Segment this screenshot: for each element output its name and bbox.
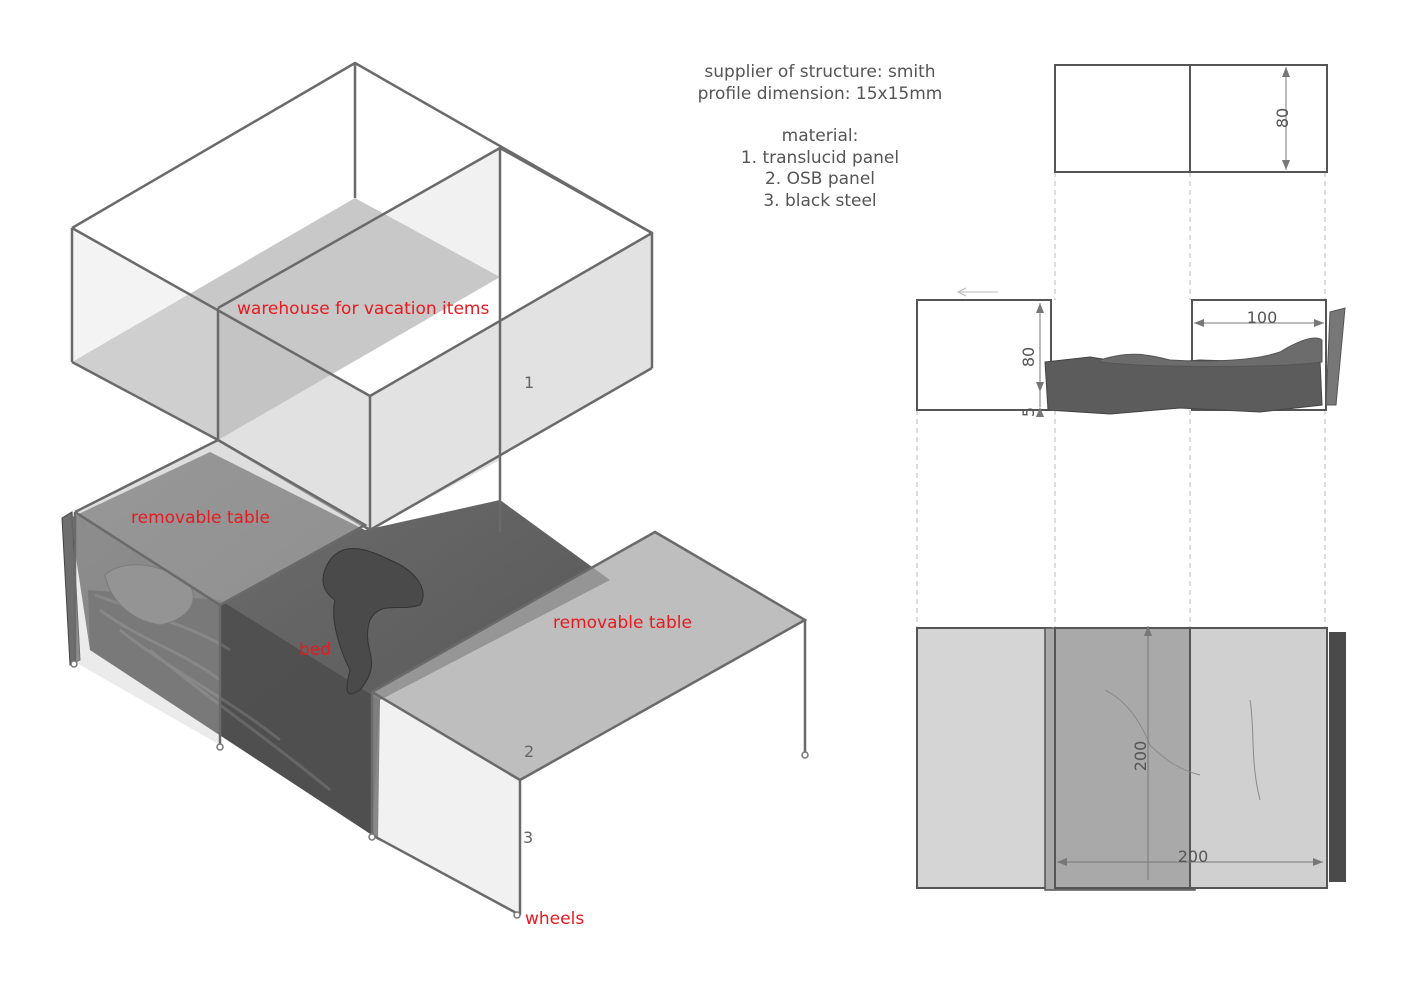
supplier-note: supplier of structure: smith: [704, 62, 936, 82]
warehouse-box: [70, 61, 654, 532]
arrow-head-icon: [1282, 67, 1290, 77]
warehouse-label: warehouse for vacation items: [237, 299, 489, 319]
blanket-crumple: [322, 547, 424, 695]
removable-table-right: [70, 530, 809, 919]
bed-sheet-wrinkles: [94, 593, 331, 792]
material-item-3: 3. black steel: [763, 190, 877, 211]
removable-table-left-label: removable table: [131, 508, 270, 528]
material-heading: material:: [781, 126, 859, 146]
warehouse-left-panel: [72, 228, 218, 440]
side-elevation: 80 5 100: [916, 287, 1346, 417]
side-blanket: [1099, 337, 1323, 367]
dimension-side-width: 100: [1247, 308, 1278, 327]
bed-label: bed: [299, 640, 331, 660]
wheel-icon: [513, 911, 521, 919]
orthographic-views: 80 80 5 100: [916, 64, 1346, 891]
arrow-head-icon: [1194, 319, 1204, 327]
isometric-view: warehouse for vacation items removable t…: [61, 61, 809, 929]
material-item-2: 2. OSB panel: [764, 169, 876, 189]
dimension-plan-width: 200: [1178, 847, 1209, 866]
dimension-plan-length: 200: [1131, 741, 1150, 772]
arrow-left-icon: [956, 287, 967, 297]
warehouse-side-panel: [370, 233, 652, 530]
warehouse-floor-panel: [72, 198, 500, 440]
removable-table-right-label: removable table: [553, 613, 692, 633]
material-number-2: 2: [524, 742, 534, 761]
arrow-head-icon: [1313, 858, 1323, 866]
material-number-3: 3: [523, 828, 533, 847]
projection-guides: [916, 172, 1326, 628]
left-table-frame: [73, 438, 368, 745]
warehouse-front-panel: [218, 308, 370, 530]
arrow-head-icon: [1314, 319, 1324, 327]
right-table-frame: [370, 530, 808, 917]
spec-notes: supplier of structure: smith profile dim…: [640, 62, 1000, 212]
right-table-top: [372, 532, 805, 780]
wheel-icon: [216, 743, 224, 751]
left-table-front: [75, 512, 220, 745]
arrow-head-icon: [1036, 382, 1044, 392]
dimension-top-height: 80: [1273, 108, 1292, 128]
side-headboard: [1325, 307, 1346, 406]
arrow-head-icon: [1282, 160, 1290, 170]
right-table-front: [372, 692, 520, 915]
notes-spacer: [640, 105, 1000, 126]
dimension-side-base: 5: [1019, 407, 1038, 417]
removable-table-left: [73, 438, 368, 745]
profile-note: profile dimension: 15x15mm: [697, 83, 943, 104]
wheel-icon: [368, 833, 376, 841]
wheel-icon: [801, 751, 809, 759]
wheels-label: wheels: [525, 909, 584, 929]
plan-view: 200 200: [916, 626, 1346, 891]
arrow-head-icon: [1036, 303, 1044, 313]
material-number-1: 1: [524, 373, 534, 392]
top-elevation: 80: [1054, 64, 1328, 173]
dimension-side-height: 80: [1019, 347, 1038, 367]
wheel-icon: [70, 660, 78, 668]
pillow: [104, 564, 194, 626]
material-item-1: 1. translucid panel: [740, 147, 900, 168]
warehouse-inner-panel: [218, 148, 500, 440]
arrow-head-icon: [1036, 407, 1044, 417]
arrow-head-icon: [1057, 858, 1067, 866]
plan-blanket-lines: [1104, 689, 1261, 801]
arrow-head-icon: [1144, 626, 1152, 636]
